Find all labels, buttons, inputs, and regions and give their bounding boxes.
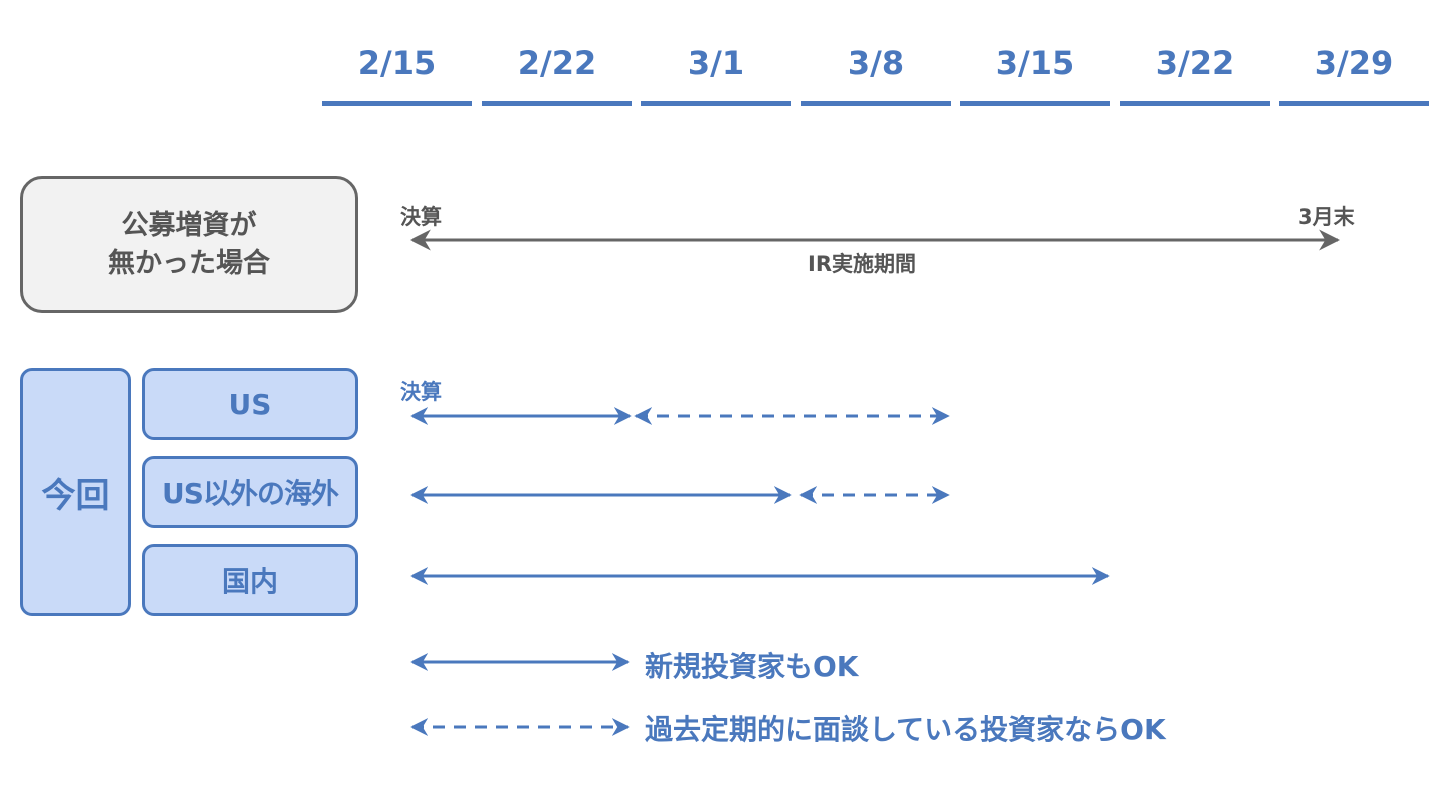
date-label: 3/8: [847, 44, 905, 82]
date-label: 3/15: [995, 44, 1075, 82]
date-label: 2/22: [517, 44, 597, 82]
date-underline: [641, 101, 791, 106]
date-underline: [960, 101, 1110, 106]
date-underline: [322, 101, 472, 106]
date-label: 3/22: [1155, 44, 1235, 82]
date-underline: [1279, 101, 1429, 106]
date-underline: [482, 101, 632, 106]
no-offering-box: 公募増資が 無かった場合: [20, 176, 358, 313]
row-label-domestic: 国内: [142, 544, 358, 616]
current-group-box: 今回: [20, 368, 131, 616]
no-offering-start-label: 決算: [400, 205, 442, 229]
date-label: 3/29: [1314, 44, 1394, 82]
date-underline: [801, 101, 951, 106]
row-label-us: US: [142, 368, 358, 440]
date-label: 2/15: [357, 44, 437, 82]
row-label-overseas: US以外の海外: [142, 456, 358, 528]
legend-solid-text: 新規投資家もOK: [645, 650, 859, 683]
ir-period-label: IR実施期間: [808, 252, 916, 276]
date-underline: [1120, 101, 1270, 106]
date-label: 3/1: [687, 44, 745, 82]
legend-dashed-text: 過去定期的に面談している投資家ならOK: [645, 713, 1166, 746]
no-offering-end-label: 3月末: [1298, 205, 1355, 229]
current-start-label: 決算: [400, 380, 442, 404]
